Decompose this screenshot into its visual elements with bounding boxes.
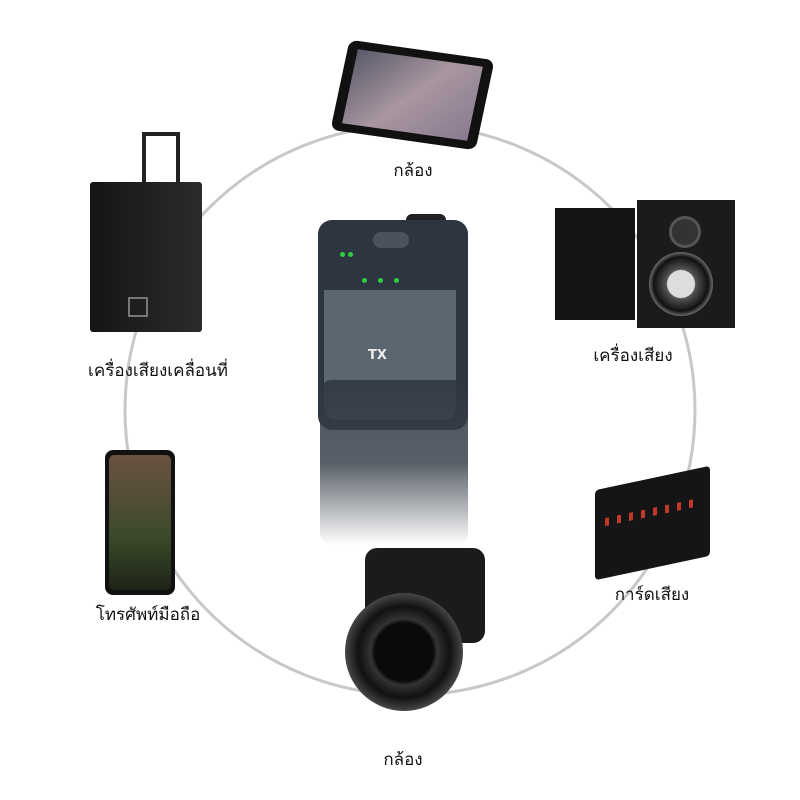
- phone-image: [105, 450, 175, 595]
- speakers-label: เครื่องเสียง: [593, 346, 673, 366]
- portable-speaker-image: [90, 132, 202, 342]
- tablet-label: กล้อง: [393, 161, 433, 181]
- camera-image: [345, 548, 490, 713]
- speakers-image: [555, 200, 735, 330]
- tablet-image: [330, 39, 495, 151]
- phone-label: โทรศัพท์มือถือ: [95, 605, 201, 625]
- sound-card-label: การ์ดเสียง: [614, 585, 690, 605]
- transmitter-reflection: [320, 380, 468, 545]
- tx-label: TX: [368, 348, 387, 363]
- portable-speaker-label: เครื่องเสียงเคลื่อนที่: [88, 361, 228, 381]
- camera-label: กล้อง: [383, 750, 423, 770]
